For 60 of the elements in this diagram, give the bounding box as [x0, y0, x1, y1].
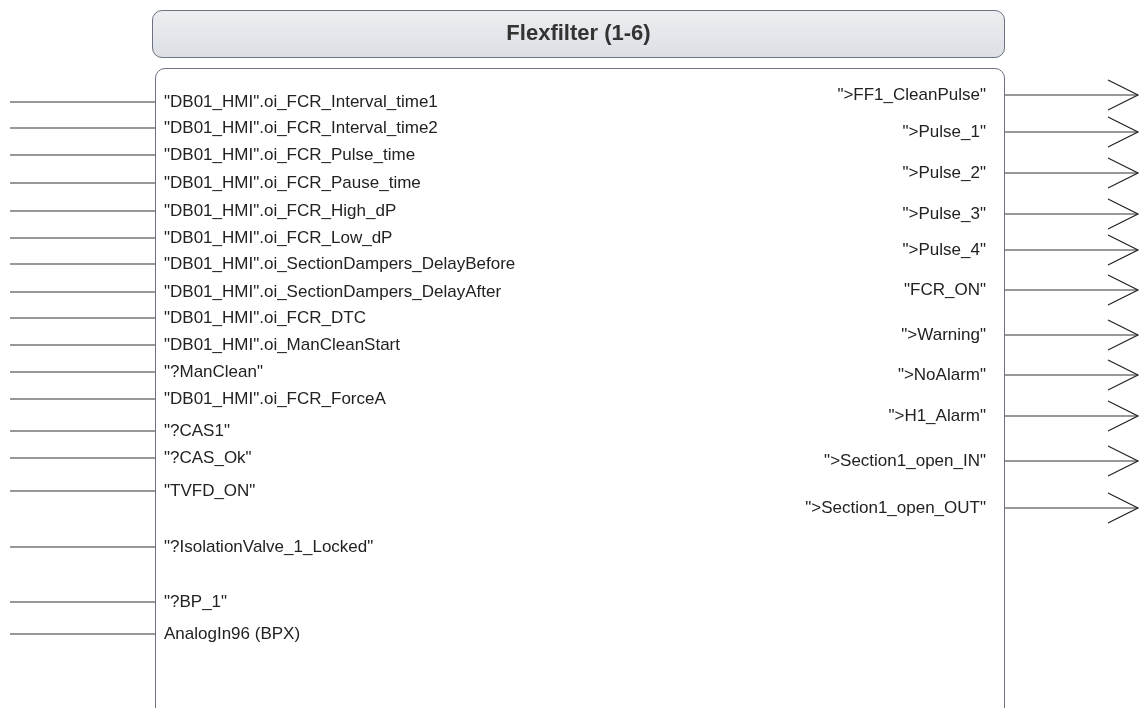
output-pin-label: ">Section1_open_IN" — [824, 450, 1004, 472]
input-pin-label: "?CAS1" — [156, 420, 230, 442]
output-pin-label: ">Pulse_4" — [902, 239, 1004, 261]
input-pin-label: "DB01_HMI".oi_FCR_High_dP — [156, 200, 397, 222]
input-line — [9, 210, 157, 212]
input-line — [9, 633, 157, 635]
input-pin-label: "DB01_HMI".oi_FCR_DTC — [156, 307, 366, 329]
output-arrow — [1003, 79, 1139, 111]
input-line — [9, 237, 157, 239]
input-pin-label: "DB01_HMI".oi_SectionDampers_DelayBefore — [156, 253, 516, 275]
input-pin-label: "DB01_HMI".oi_SectionDampers_DelayAfter — [156, 281, 502, 303]
input-pin-label: "DB01_HMI".oi_ManCleanStart — [156, 334, 400, 356]
input-line — [9, 182, 157, 184]
output-pin-label: ">Pulse_1" — [902, 121, 1004, 143]
input-line — [9, 398, 157, 400]
input-line — [9, 291, 157, 293]
output-arrow — [1003, 198, 1139, 230]
output-arrow — [1003, 445, 1139, 477]
input-line — [9, 457, 157, 459]
output-pin-label: ">Pulse_3" — [902, 203, 1004, 225]
output-arrow — [1003, 492, 1139, 524]
input-pin-label: "TVFD_ON" — [156, 480, 256, 502]
input-line — [9, 601, 157, 603]
input-line — [9, 317, 157, 319]
output-arrow — [1003, 234, 1139, 266]
input-pin-label: "?IsolationValve_1_Locked" — [156, 536, 374, 558]
input-line — [9, 430, 157, 432]
input-line — [9, 490, 157, 492]
input-pin-label: "DB01_HMI".oi_FCR_ForceA — [156, 388, 386, 410]
function-block-box — [155, 68, 1005, 708]
input-pin-label: AnalogIn96 (BPX) — [156, 623, 301, 645]
output-pin-label: "FCR_ON" — [904, 279, 1004, 301]
output-pin-label: ">NoAlarm" — [897, 364, 1004, 386]
output-arrow — [1003, 116, 1139, 148]
input-line — [9, 127, 157, 129]
input-pin-label: "DB01_HMI".oi_FCR_Interval_time2 — [156, 117, 438, 139]
block-header: Flexfilter (1-6) — [152, 10, 1005, 58]
input-line — [9, 371, 157, 373]
output-arrow — [1003, 274, 1139, 306]
output-pin-label: ">Pulse_2" — [902, 162, 1004, 184]
input-pin-label: "DB01_HMI".oi_FCR_Pause_time — [156, 172, 421, 194]
input-line — [9, 344, 157, 346]
input-line — [9, 546, 157, 548]
output-pin-label: ">H1_Alarm" — [888, 405, 1004, 427]
output-pin-label: ">Section1_open_OUT" — [805, 497, 1004, 519]
output-pin-label: ">Warning" — [901, 324, 1004, 346]
input-line — [9, 263, 157, 265]
output-pin-label: ">FF1_CleanPulse" — [837, 84, 1004, 106]
input-line — [9, 101, 157, 103]
input-pin-label: "DB01_HMI".oi_FCR_Low_dP — [156, 227, 393, 249]
input-pin-label: "DB01_HMI".oi_FCR_Pulse_time — [156, 144, 416, 166]
input-pin-label: "?ManClean" — [156, 361, 263, 383]
output-arrow — [1003, 157, 1139, 189]
input-line — [9, 154, 157, 156]
output-arrow — [1003, 400, 1139, 432]
input-pin-label: "?CAS_Ok" — [156, 447, 252, 469]
output-arrow — [1003, 319, 1139, 351]
input-pin-label: "?BP_1" — [156, 591, 228, 613]
input-pin-label: "DB01_HMI".oi_FCR_Interval_time1 — [156, 91, 438, 113]
output-arrow — [1003, 359, 1139, 391]
